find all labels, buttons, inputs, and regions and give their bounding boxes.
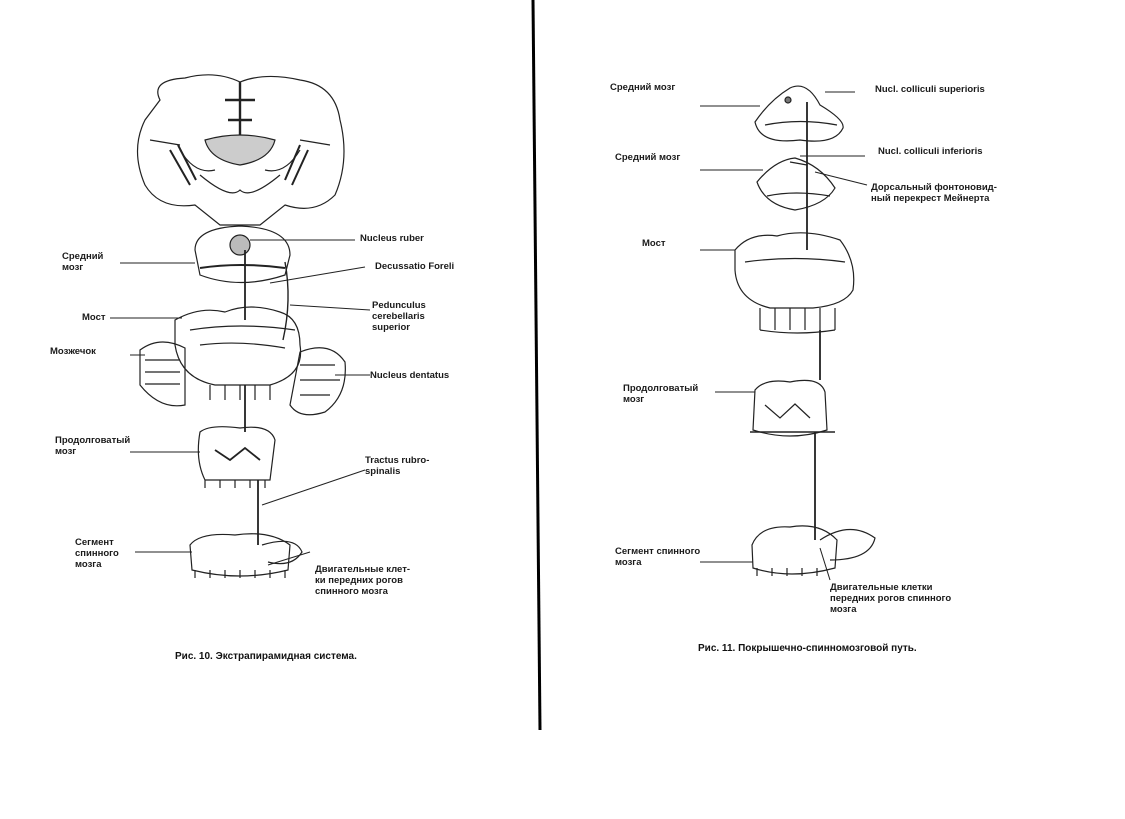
- label-nucleus-ruber: Nucleus ruber: [360, 233, 424, 244]
- medulla-outline: [752, 379, 828, 437]
- label-spinal-segment: Сегмент спинного мозга: [75, 537, 119, 570]
- label-motor-cells: Двигательные клетки передних рогов спинн…: [830, 582, 952, 615]
- tectospinal-tract: [806, 102, 821, 540]
- rubrospinal-tract: [244, 250, 259, 545]
- spinal-segment-outline: [751, 525, 838, 575]
- label-cerebellum: Мозжечок: [50, 346, 96, 357]
- label-colliculi-inferior: Nucl. colliculi inferioris: [878, 146, 983, 157]
- cerebrum-outline: [136, 74, 345, 226]
- label-medulla: Продолговатый мозг: [623, 383, 699, 405]
- label-midbrain-upper: Средний мозг: [610, 82, 676, 93]
- upper-midbrain-outline: [754, 85, 844, 142]
- label-medulla: Продолговатый мозг: [55, 435, 131, 457]
- label-dentatus: Nucleus dentatus: [370, 370, 450, 381]
- lower-midbrain-outline: [756, 157, 836, 211]
- pons-outline: [734, 232, 855, 309]
- label-tractus: Tractus rubro- spinalis: [365, 455, 430, 477]
- label-meynert-decussation: Дорсальный фонтоновид- ный перекрест Мей…: [871, 182, 997, 204]
- medulla-outline: [197, 426, 276, 481]
- label-pons: Мост: [642, 238, 666, 249]
- pons-outline: [174, 306, 302, 386]
- extrapyramidal-diagram: [110, 74, 371, 578]
- caption-fig11: Рис. 11. Покрышечно-спинномозговой путь.: [698, 643, 917, 654]
- label-pedunculus: Pedunculus cerebellaris superior: [372, 300, 426, 333]
- cerebellum-outline: [139, 341, 186, 407]
- tectospinal-diagram: [700, 85, 876, 581]
- spinal-segment-outline: [189, 533, 291, 577]
- left-page: Средний мозг Мост Мозжечок Продолговатый…: [0, 0, 530, 819]
- label-motor-cells: Двигательные клет- ки передних рогов спи…: [315, 564, 411, 597]
- label-decussatio: Decussatio Foreli: [375, 261, 455, 272]
- label-colliculi-superior: Nucl. colliculi superioris: [875, 84, 985, 95]
- label-midbrain: Средний мозг: [62, 251, 104, 273]
- label-midbrain-lower: Средний мозг: [615, 152, 681, 163]
- caption-fig10: Рис. 10. Экстрапирамидная система.: [175, 651, 357, 662]
- label-pons: Мост: [82, 312, 106, 323]
- right-page: Средний мозг Средний мозг Мост Продолгов…: [545, 0, 1125, 819]
- midbrain-outline: [194, 225, 291, 284]
- label-spinal-segment: Сегмент спинного мозга: [615, 546, 701, 568]
